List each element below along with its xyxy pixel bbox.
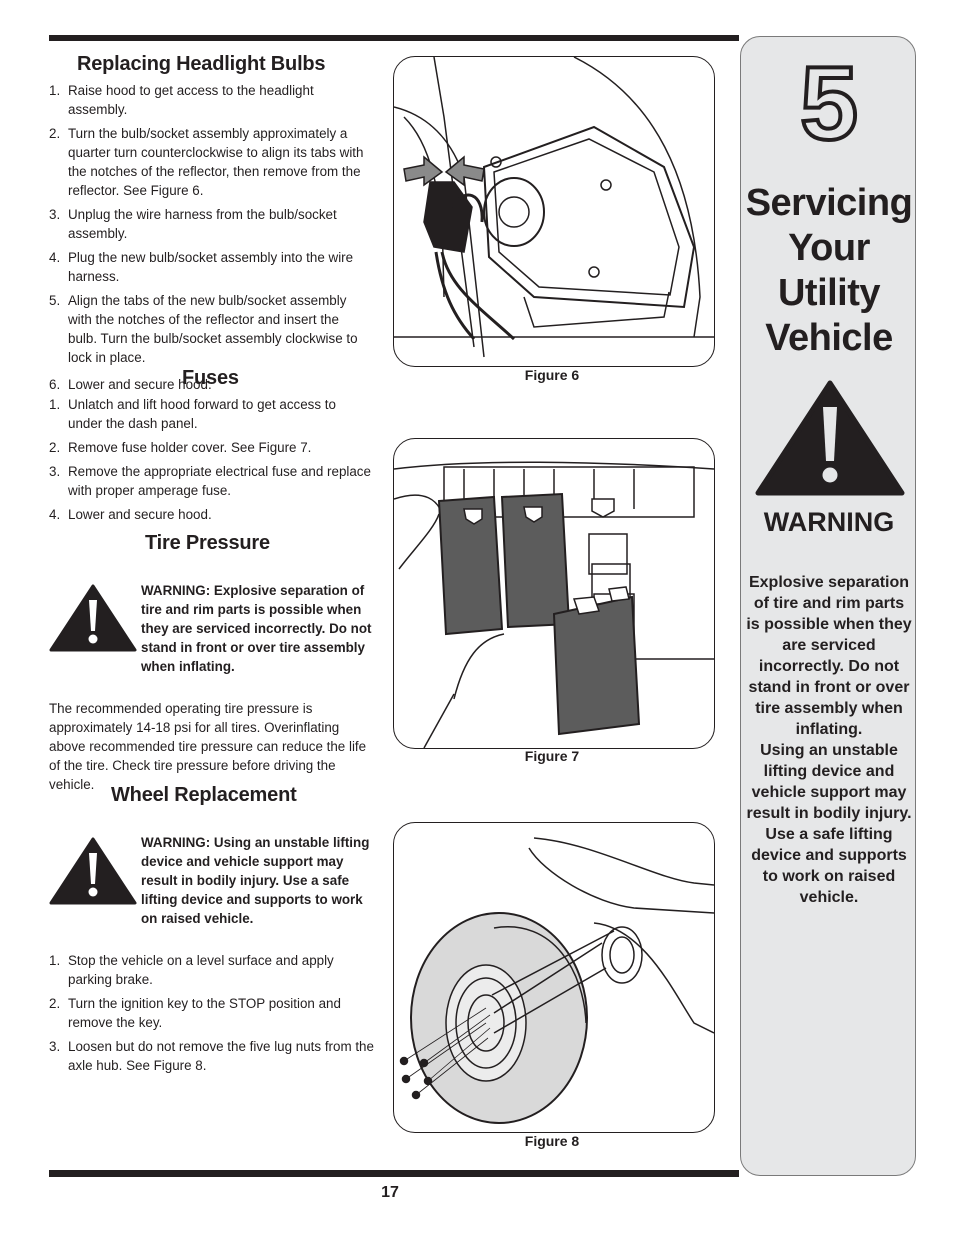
sidebar-warning-lifting: Using an unstable lifting device and veh… (746, 742, 912, 906)
list-item: 3.Remove the appropriate electrical fuse… (49, 464, 371, 498)
warning-triangle-icon (49, 584, 137, 652)
figure-8-caption: Figure 8 (524, 1133, 580, 1149)
list-item: 4.Plug the new bulb/socket assembly into… (49, 250, 354, 284)
tire-heading: Tire Pressure (145, 532, 270, 554)
list-item: 3.Unplug the wire harness from the bulb/… (49, 207, 337, 241)
chapter-title: Servicing Your Utility Vehicle (745, 182, 913, 359)
list-item: 1.Unlatch and lift hood forward to get a… (49, 397, 336, 431)
page-number: 17 (381, 1184, 399, 1201)
list-item: 3.Loosen but do not remove the five lug … (49, 1039, 374, 1073)
top-rule (49, 35, 739, 41)
chapter-number: 5 (798, 46, 860, 162)
figure-6-headlight-illustration (393, 56, 715, 367)
wheel-heading: Wheel Replacement (111, 784, 297, 806)
list-item: 4.Lower and secure hood. (49, 507, 212, 522)
sidebar-warning-tire: Explosive separation of tire and rim par… (746, 574, 912, 738)
headlight-heading: Replacing Headlight Bulbs (77, 53, 326, 75)
figure-8-wheel-illustration (393, 822, 715, 1133)
list-item: 6.Lower and secure hood. (49, 377, 212, 392)
tire-pressure-text: The recommended operating tire pressure … (49, 701, 367, 792)
figure-7-fuse-illustration (393, 438, 715, 749)
fuses-steps: 1.Unlatch and lift hood forward to get a… (49, 395, 371, 529)
wheel-steps: 1.Stop the vehicle on a level surface an… (49, 951, 379, 1080)
figure-6-caption: Figure 6 (524, 367, 580, 383)
list-item: 2.Turn the ignition key to the STOP posi… (49, 996, 341, 1030)
list-item: 5.Align the tabs of the new bulb/socket … (49, 293, 358, 365)
warning-triangle-icon (755, 380, 905, 496)
fuses-heading: Fuses (182, 367, 239, 389)
list-item: 1.Raise hood to get access to the headli… (49, 83, 314, 117)
bottom-rule (49, 1170, 739, 1177)
wheel-warning-text: WARNING: Using an unstable lifting devic… (141, 835, 370, 926)
warning-heading: WARNING (763, 507, 895, 537)
list-item: 2.Remove fuse holder cover. See Figure 7… (49, 440, 312, 455)
list-item: 1.Stop the vehicle on a level surface an… (49, 953, 334, 987)
tire-warning-text: WARNING: Explosive separation of tire an… (141, 583, 372, 674)
figure-7-caption: Figure 7 (524, 748, 580, 764)
headlight-steps: 1.Raise hood to get access to the headli… (49, 81, 371, 399)
warning-triangle-icon (49, 837, 137, 905)
chapter-tab: 5 Servicing Your Utility Vehicle WARNING… (740, 36, 916, 1176)
list-item: 2.Turn the bulb/socket assembly approxim… (49, 126, 364, 198)
